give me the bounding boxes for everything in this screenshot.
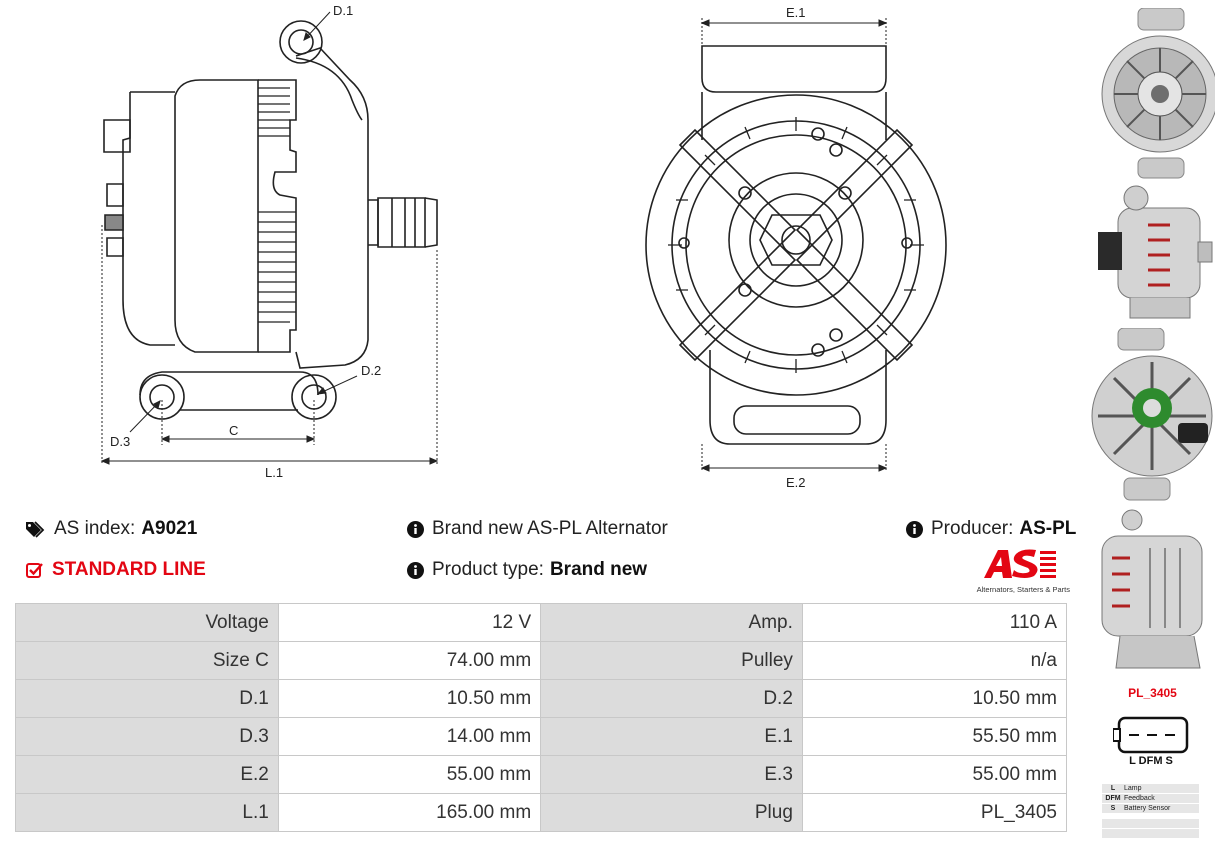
spec-label: E.2 <box>15 755 279 794</box>
spec-label: Amp. <box>540 603 803 642</box>
label-d3: D.3 <box>110 434 130 449</box>
label-d2: D.2 <box>361 363 381 378</box>
info-icon <box>407 520 424 538</box>
legend-row: S Battery Sensor <box>1102 804 1199 813</box>
spec-label: Plug <box>540 793 803 832</box>
spec-value: 12 V <box>277 603 542 642</box>
label-d1: D.1 <box>333 3 353 18</box>
spec-label: D.1 <box>15 679 279 718</box>
product-type: Product type: Brand new <box>407 559 647 581</box>
legend-key: DFM <box>1105 795 1121 802</box>
side-view-drawing: D.1 D.2 D.3 C L.1 <box>100 3 439 480</box>
tags-icon <box>26 520 46 538</box>
product-type-value: Brand new <box>549 559 648 580</box>
spec-value: 110 A <box>801 603 1068 642</box>
spec-value: 55.00 mm <box>801 755 1068 794</box>
spec-label: D.2 <box>540 679 803 718</box>
label-e1: E.1 <box>786 5 806 20</box>
spec-label: Voltage <box>15 603 279 642</box>
photo-rear-view <box>1091 328 1213 501</box>
label-e2: E.2 <box>786 475 806 490</box>
legend-desc: Lamp <box>1124 785 1142 792</box>
photo-front-view <box>1101 8 1215 179</box>
spec-value: 165.00 mm <box>277 793 542 832</box>
plug-connector-icon <box>1113 716 1189 754</box>
logo-tagline: Alternators, Starters & Parts <box>976 585 1070 594</box>
spec-value: 55.50 mm <box>801 717 1068 756</box>
photo-side-view <box>1098 185 1213 319</box>
legend-desc: Battery Sensor <box>1124 805 1171 812</box>
legend-key: S <box>1110 805 1116 812</box>
spec-label: E.1 <box>540 717 803 756</box>
legend-key: L <box>1110 785 1116 792</box>
checkbox-icon <box>26 562 44 578</box>
legend-desc: Feedback <box>1124 795 1155 802</box>
as-logo-mark <box>984 549 1056 578</box>
plug-code: PL_3405 <box>1128 686 1177 700</box>
producer: Producer: AS-PL <box>906 518 1076 540</box>
as-index-value: A9021 <box>141 518 198 539</box>
info-icon <box>407 561 424 579</box>
spec-value: 74.00 mm <box>277 641 542 680</box>
spec-label: Pulley <box>540 641 803 680</box>
spec-value: 10.50 mm <box>801 679 1068 718</box>
producer-value: AS-PL <box>1019 518 1077 539</box>
spec-label: L.1 <box>15 793 279 832</box>
as-index: AS index: A9021 <box>26 518 197 540</box>
spec-value: 14.00 mm <box>277 717 542 756</box>
legend-row: L Lamp <box>1102 784 1199 793</box>
spec-value: 55.00 mm <box>277 755 542 794</box>
spec-value: PL_3405 <box>801 793 1068 832</box>
standard-line: STANDARD LINE <box>26 559 206 581</box>
front-view-drawing: E.1 E.2 <box>645 5 947 490</box>
description-text: Brand new AS-PL Alternator <box>432 518 668 539</box>
label-c: C <box>229 423 238 438</box>
description: Brand new AS-PL Alternator <box>407 518 668 540</box>
spec-value: 10.50 mm <box>277 679 542 718</box>
legend-blank-row <box>1102 829 1199 838</box>
legend-blank-row <box>1102 819 1199 828</box>
spec-value: n/a <box>801 641 1068 680</box>
photo-angle-view <box>1101 509 1203 669</box>
spec-label: E.3 <box>540 755 803 794</box>
standard-line-label: STANDARD LINE <box>52 559 206 580</box>
spec-label: D.3 <box>15 717 279 756</box>
producer-label: Producer: <box>931 518 1014 539</box>
info-icon <box>906 520 923 538</box>
as-index-label: AS index: <box>54 518 136 539</box>
as-pl-logo: Alternators, Starters & Parts <box>962 548 1070 594</box>
product-type-label: Product type: <box>432 559 544 580</box>
label-l1: L.1 <box>265 465 283 480</box>
spec-label: Size C <box>15 641 279 680</box>
plug-pins: L DFM S <box>1129 755 1173 767</box>
